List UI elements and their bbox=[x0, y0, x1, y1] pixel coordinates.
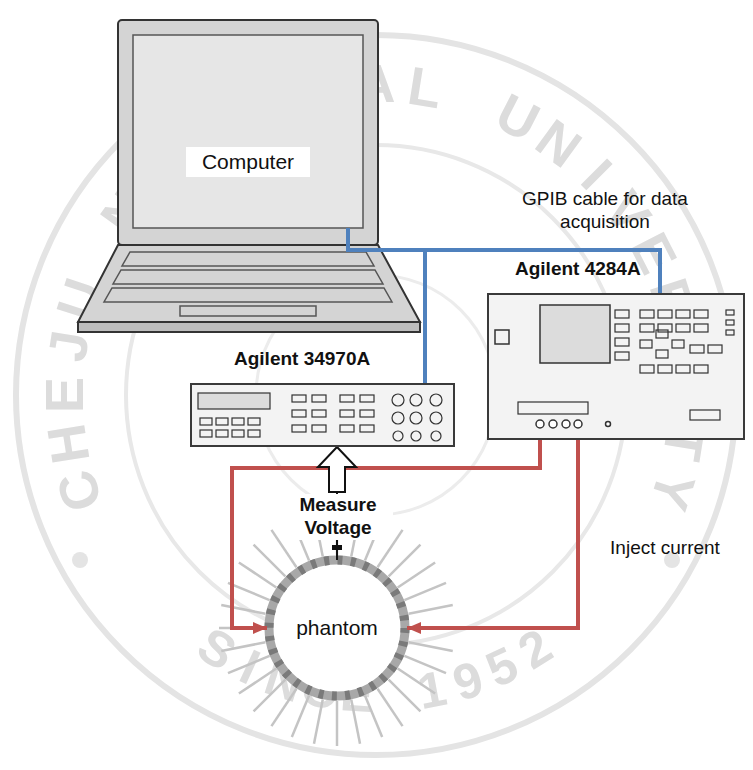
switch-keys bbox=[200, 394, 442, 441]
electrode-lead bbox=[409, 642, 453, 651]
instrument-name: Agilent 34970A bbox=[234, 348, 370, 370]
electrode-lead bbox=[404, 583, 446, 600]
laptop bbox=[78, 20, 420, 332]
switch-body bbox=[190, 383, 455, 447]
watermark-dot bbox=[72, 552, 88, 568]
electrode-lead bbox=[228, 583, 270, 600]
current-wire bbox=[407, 440, 578, 628]
meter-display bbox=[540, 305, 610, 363]
watermark-letter: Y bbox=[638, 465, 708, 518]
electrode-lead bbox=[409, 605, 453, 614]
instrument-box: Agilent 4284A bbox=[487, 293, 745, 440]
instrument-box: Agilent 34970A bbox=[190, 383, 455, 447]
switch-display bbox=[198, 393, 270, 409]
switch-unit-34970a bbox=[190, 383, 455, 447]
lcr-meter-4284a bbox=[487, 293, 745, 440]
meter-keys bbox=[518, 310, 734, 420]
gpib-cable bbox=[348, 228, 660, 293]
connector-label: Measure Voltage bbox=[283, 494, 393, 540]
electrode-lead bbox=[378, 689, 403, 726]
watermark-letter: C bbox=[44, 463, 115, 519]
electrode-lead bbox=[228, 656, 270, 673]
electrode-lead bbox=[292, 695, 309, 737]
connector-label: Inject current bbox=[590, 537, 740, 560]
screen-label: Computer bbox=[186, 147, 310, 177]
electrode-lead bbox=[365, 695, 382, 737]
laptop-lid bbox=[118, 20, 378, 245]
electrode-lead bbox=[398, 669, 435, 694]
laptop-keyboard-deck bbox=[78, 245, 420, 322]
electrode-lead bbox=[239, 562, 276, 587]
meter-body bbox=[487, 293, 745, 440]
electrode-lead bbox=[389, 545, 421, 577]
phantom-circle: phantom bbox=[269, 560, 405, 696]
meter-terminals bbox=[536, 420, 611, 428]
instrument-name: Agilent 4284A bbox=[515, 258, 641, 280]
electrode-lead bbox=[404, 656, 446, 673]
electrode-lead bbox=[254, 545, 286, 577]
phantom-wall bbox=[269, 560, 405, 696]
current-wire bbox=[232, 440, 540, 628]
electrode-lead bbox=[336, 701, 339, 746]
electrode-lead bbox=[254, 680, 286, 712]
electrode-lead bbox=[351, 700, 360, 744]
watermark-letter: E bbox=[33, 377, 95, 413]
electrodes bbox=[269, 560, 405, 696]
electrode-lead bbox=[221, 605, 265, 614]
computer-screen: Computer bbox=[133, 35, 363, 228]
electrode-lead bbox=[239, 669, 276, 694]
electrode-lead bbox=[314, 700, 323, 744]
laptop-screen bbox=[133, 35, 363, 228]
connector-label: GPIB cable for data acquisition bbox=[492, 188, 718, 234]
power-button bbox=[495, 330, 509, 344]
electrode-lead bbox=[221, 642, 265, 651]
watermark-letter: H bbox=[34, 420, 101, 468]
electrode-lead bbox=[271, 689, 296, 726]
phantom-label: phantom bbox=[296, 616, 378, 640]
laptop-base bbox=[78, 322, 420, 332]
watermark-letter bbox=[456, 66, 489, 130]
keyboard-rows bbox=[104, 252, 392, 316]
electrode-lead bbox=[389, 680, 421, 712]
watermark-letter: L bbox=[404, 54, 446, 120]
electrode-lead bbox=[398, 562, 435, 587]
